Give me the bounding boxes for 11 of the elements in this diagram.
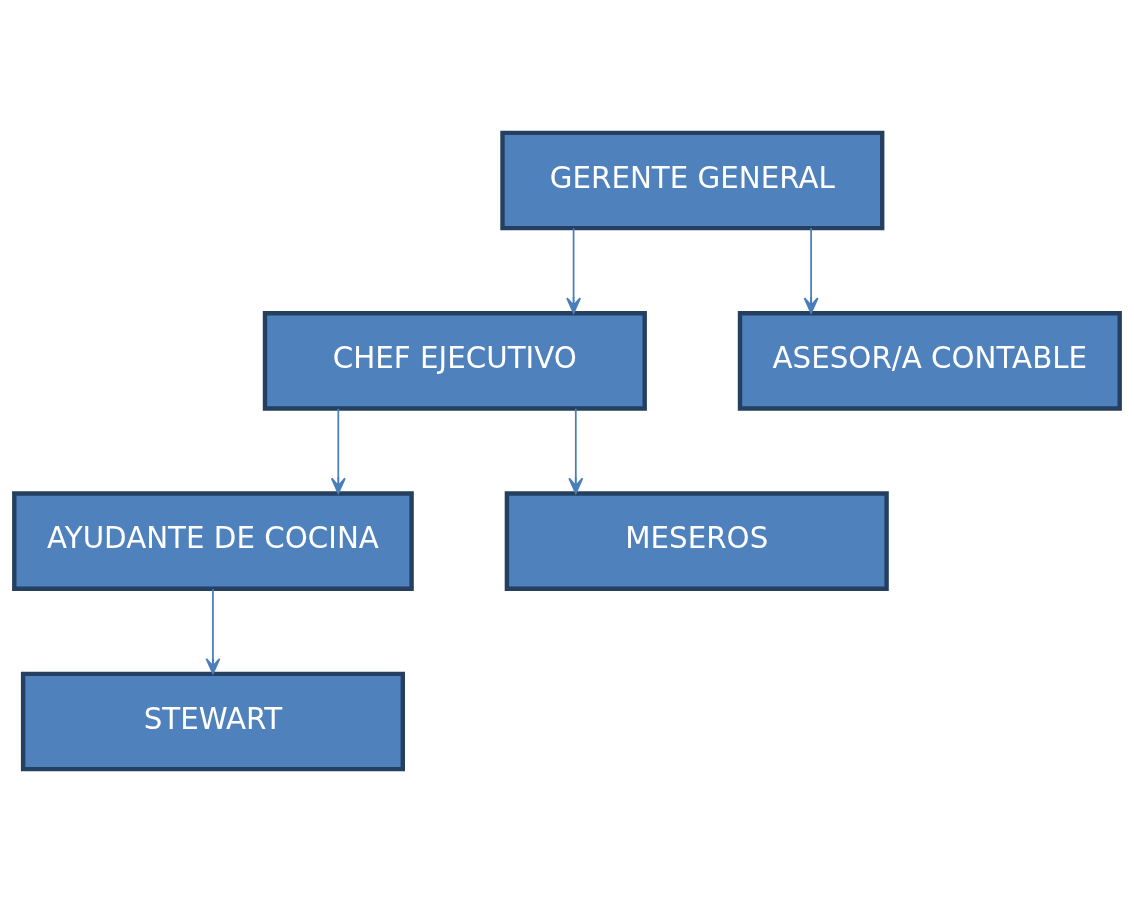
node-box: GERENTE GENERAL — [500, 130, 885, 231]
node-box: AYUDANTE DE COCINA — [12, 491, 414, 591]
arrow — [205, 588, 221, 675]
arrow — [330, 407, 346, 494]
arrow — [568, 407, 584, 494]
node-box: CHEF EJECUTIVO — [262, 311, 647, 411]
node-box: STEWART — [20, 671, 405, 772]
arrow — [566, 227, 582, 314]
arrow — [803, 227, 819, 314]
node-box: MESEROS — [504, 491, 889, 591]
node-box: ASESOR/A CONTABLE — [737, 311, 1122, 411]
